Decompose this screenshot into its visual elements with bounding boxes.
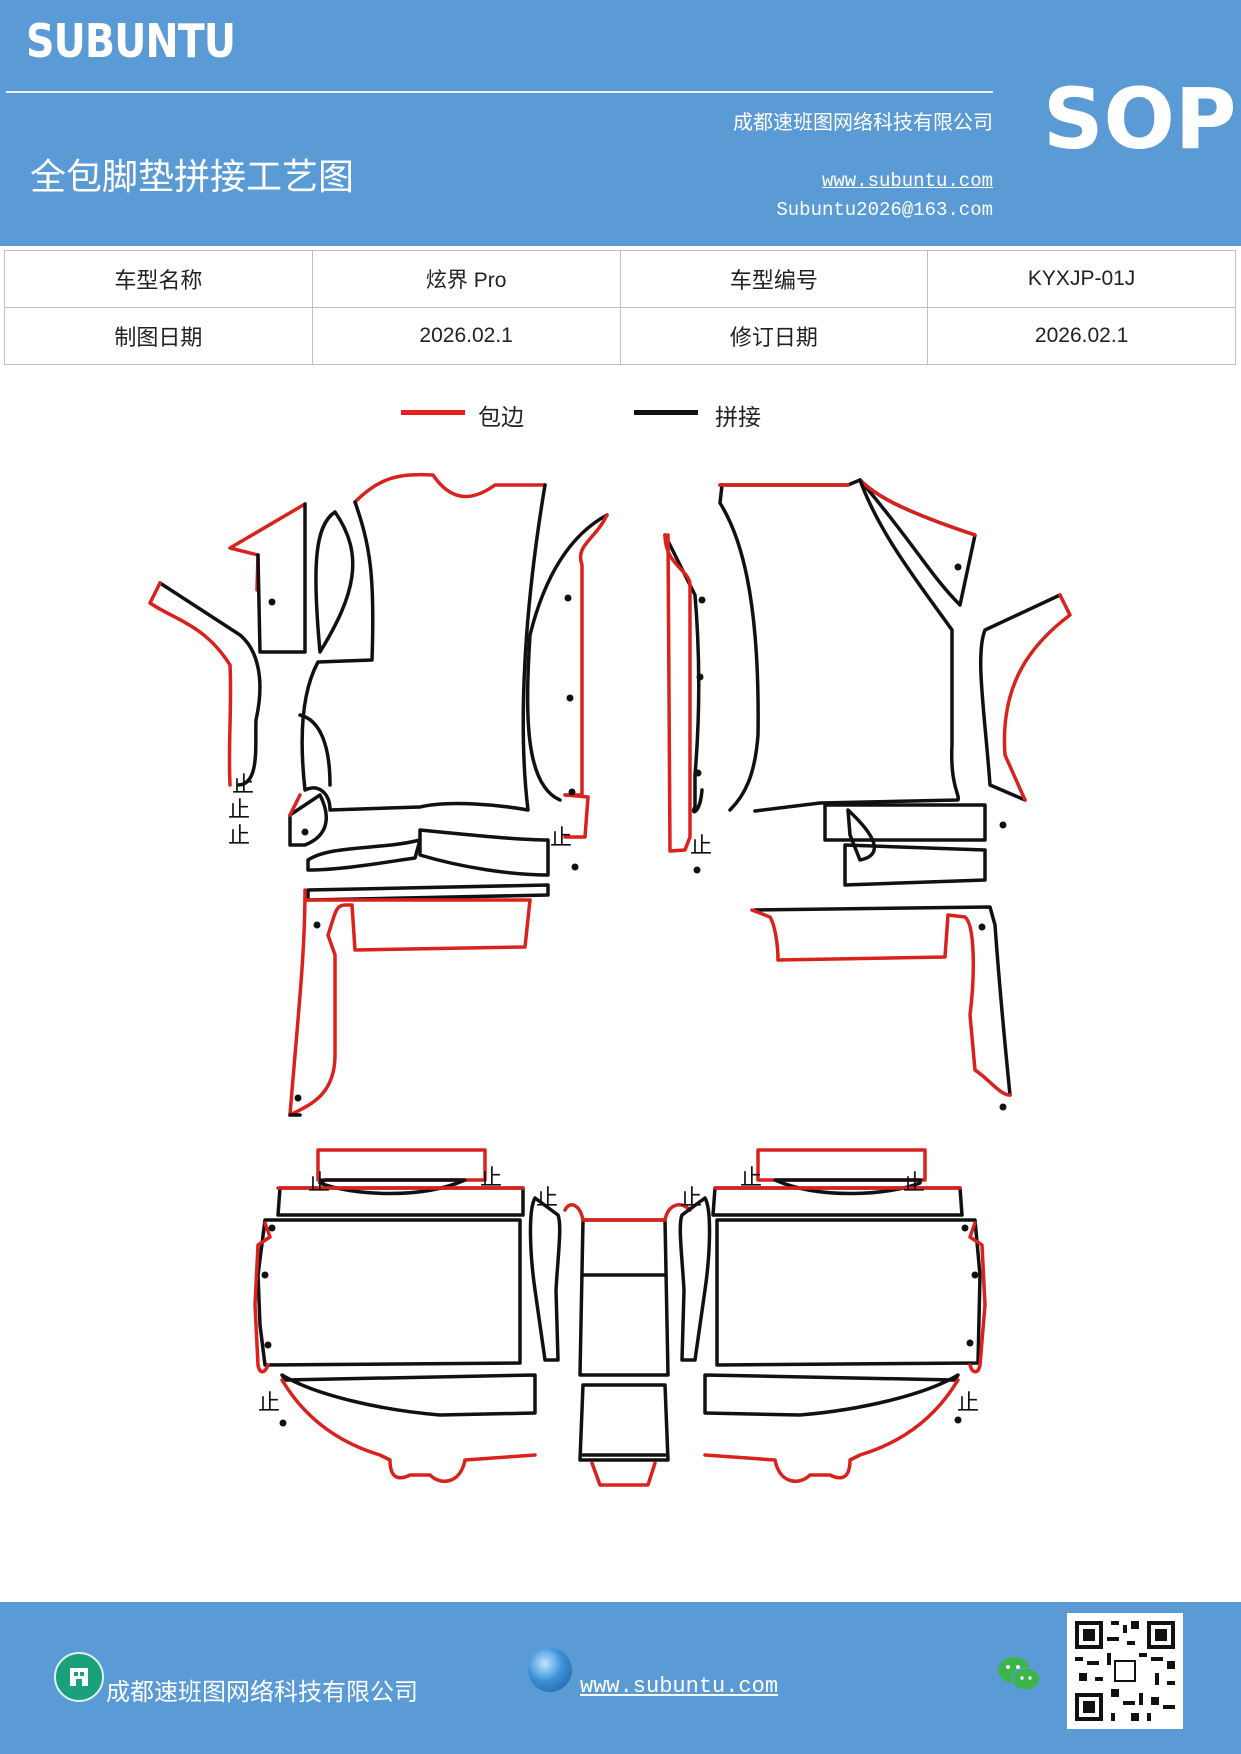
brand-logo: SUBUNTU	[26, 14, 236, 68]
front-left-mat-group	[148, 472, 609, 1117]
stop-mark: 止	[690, 834, 712, 859]
table-row: 制图日期 2026.02.1 修订日期 2026.02.1	[4, 307, 1236, 365]
legend-edge-label: 包边	[478, 405, 524, 431]
stop-mark: 止	[228, 798, 250, 823]
legend: 包边 拼接	[0, 398, 1241, 438]
dot	[301, 828, 309, 836]
rear-left-mat-group	[253, 1148, 562, 1483]
stop-mark: 止	[550, 826, 572, 851]
legend-seam-label: 拼接	[715, 405, 761, 431]
qr-code	[1067, 1613, 1183, 1729]
stop-mark: 止	[536, 1186, 558, 1211]
label-model-name: 车型名称	[4, 250, 313, 308]
dot	[698, 596, 706, 604]
value-draw-date: 2026.02.1	[311, 307, 621, 365]
stop-mark: 止	[903, 1171, 925, 1196]
header-banner: SUBUNTU 成都速班图网络科技有限公司 全包脚垫拼接工艺图 www.subu…	[0, 0, 1241, 246]
label-draw-date: 制图日期	[4, 307, 313, 365]
dot	[696, 673, 704, 681]
stop-mark: 止	[957, 1391, 979, 1416]
dot	[279, 1419, 287, 1427]
dot	[693, 866, 701, 874]
header-company: 成都速班图网络科技有限公司	[733, 110, 993, 134]
footer-website-link[interactable]: www.subuntu.com	[580, 1674, 779, 1699]
label-model-code: 车型编号	[619, 250, 929, 308]
dot	[966, 1339, 974, 1347]
value-revision-date: 2026.02.1	[927, 307, 1236, 365]
sop-badge: SOP	[1043, 70, 1237, 168]
dot	[268, 598, 276, 606]
header-divider	[6, 91, 993, 93]
dot	[571, 863, 579, 871]
dot	[564, 594, 572, 602]
dot	[568, 788, 576, 796]
dot	[294, 1094, 302, 1102]
rear-right-mat-group	[678, 1148, 987, 1483]
globe-icon	[528, 1648, 572, 1692]
dot	[999, 1103, 1007, 1111]
dot	[978, 923, 986, 931]
footer-banner: 成都速班图网络科技有限公司 www.subuntu.com	[0, 1602, 1241, 1754]
stop-mark: 止	[480, 1166, 502, 1191]
value-model-code: KYXJP-01J	[927, 250, 1236, 308]
stop-mark: 止	[308, 1171, 330, 1196]
value-model-name: 炫界 Pro	[311, 250, 621, 308]
dot	[954, 563, 962, 571]
stop-mark: 止	[258, 1391, 280, 1416]
stop-mark: 止	[680, 1186, 702, 1211]
stop-mark: 止	[740, 1166, 762, 1191]
dot	[999, 821, 1007, 829]
building-icon	[54, 1652, 104, 1702]
dot	[261, 1271, 269, 1279]
header-email: Subuntu2026@163.com	[776, 199, 993, 221]
legend-edge-swatch	[401, 410, 465, 415]
wechat-icon[interactable]	[996, 1654, 1042, 1694]
page-title: 全包脚垫拼接工艺图	[30, 157, 355, 198]
footer-company: 成都速班图网络科技有限公司	[106, 1678, 418, 1706]
dot	[954, 1416, 962, 1424]
stop-mark: 止	[228, 824, 250, 849]
front-right-mat-group	[663, 478, 1072, 1097]
dot	[566, 694, 574, 702]
dot	[961, 1224, 969, 1232]
header-website-link[interactable]: www.subuntu.com	[821, 170, 993, 192]
stop-marks: 止 止 止 止 止 止 止 止 止 止 止 止 止	[228, 773, 979, 1416]
dot	[971, 1271, 979, 1279]
legend-seam-swatch	[634, 410, 698, 415]
table-row: 车型名称 炫界 Pro 车型编号 KYXJP-01J	[4, 250, 1236, 308]
dot	[268, 1224, 276, 1232]
stop-mark: 止	[232, 773, 254, 798]
dot	[694, 769, 702, 777]
dot	[264, 1341, 272, 1349]
fastener-dots	[261, 563, 1007, 1427]
floor-mat-diagram: 止 止 止 止 止 止 止 止 止 止 止 止 止	[148, 472, 1072, 1487]
dot	[313, 921, 321, 929]
rear-center-mat-group	[563, 1203, 692, 1487]
info-table: 车型名称 炫界 Pro 车型编号 KYXJP-01J 制图日期 2026.02.…	[4, 250, 1236, 365]
label-revision-date: 修订日期	[619, 307, 929, 365]
